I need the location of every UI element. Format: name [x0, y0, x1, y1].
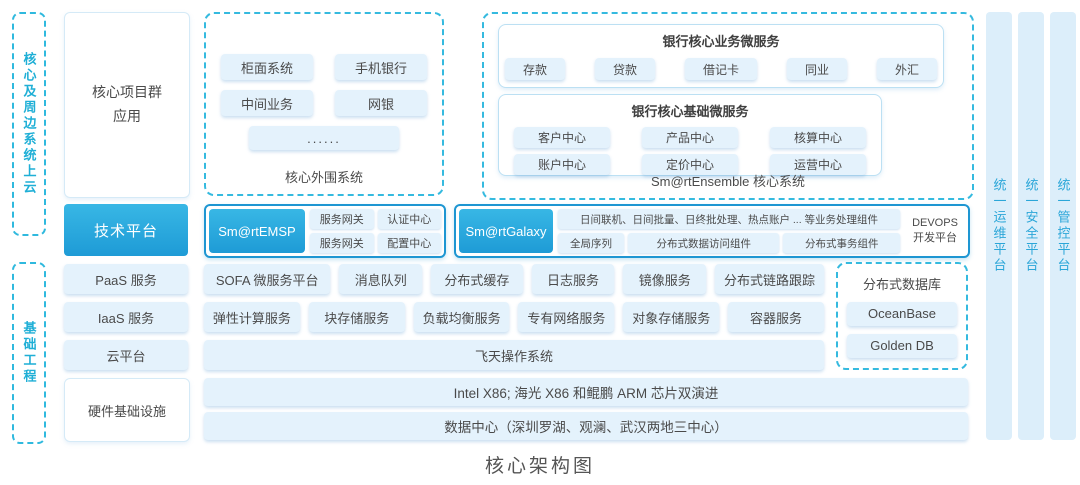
data-center-row: 数据中心（深圳罗湖、观澜、武汉两地三中心） — [204, 412, 968, 440]
tech-platform-box: 技术平台 — [64, 204, 188, 256]
business-microservices-row: 存款 贷款 借记卡 同业 外汇 — [499, 58, 943, 80]
ensemble-core-label: Sm@rtEnsemble 核心系统 — [650, 174, 806, 189]
base-item-accounting-center: 核算中心 — [770, 127, 866, 148]
db-item-goldendb: Golden DB — [847, 333, 957, 358]
iaas-item-block-storage: 块存储服务 — [308, 302, 405, 332]
left-rail-cloud-migration-label: 核心及周边系统上云 — [12, 12, 46, 236]
paas-item-sofa: SOFA 微服务平台 — [204, 264, 331, 294]
db-item-oceanbase: OceanBase — [847, 301, 957, 326]
peripheral-item-more: ...... — [249, 126, 399, 150]
iaas-item-object-storage: 对象存储服务 — [623, 302, 720, 332]
base-item-customer-center: 客户中心 — [514, 127, 610, 148]
feitian-os: 飞天操作系统 — [204, 340, 824, 370]
emsp-group: Sm@rtEMSP 服务网关 认证中心 服务网关 配置中心 — [204, 204, 446, 258]
galaxy-items-bottom: 全局序列 分布式数据访问组件 分布式事务组件 — [558, 233, 900, 253]
core-app-group-line1: 核心项目群 — [92, 84, 162, 101]
galaxy-item-distributed-transaction: 分布式事务组件 — [783, 233, 900, 253]
galaxy-item-global-sequence: 全局序列 — [558, 233, 624, 253]
iaas-services-row: 弹性计算服务 块存储服务 负载均衡服务 专有网络服务 对象存储服务 容器服务 — [204, 302, 824, 332]
peripheral-systems-label: 核心外围系统 — [284, 170, 363, 185]
peripheral-item-counter: 柜面系统 — [221, 54, 313, 80]
emsp-item-gateway-1: 服务网关 — [310, 209, 374, 229]
devops-line2: 开发平台 — [913, 232, 957, 244]
unified-ops-platform-rail: 统一运维平台 — [986, 12, 1012, 440]
page-title: 核心架构图 — [484, 456, 595, 477]
biz-item-forex: 外汇 — [877, 58, 938, 80]
biz-item-interbank: 同业 — [787, 58, 848, 80]
biz-item-deposit: 存款 — [504, 58, 565, 80]
paas-item-distributed-cache: 分布式缓存 — [431, 264, 523, 294]
emsp-items-grid: 服务网关 认证中心 服务网关 配置中心 — [310, 209, 441, 253]
base-item-account-center: 账户中心 — [514, 154, 610, 175]
galaxy-name-box: Sm@rtGalaxy — [459, 209, 553, 253]
chip-evolution-row: Intel X86; 海光 X86 和鲲鹏 ARM 芯片双演进 — [204, 378, 968, 406]
iaas-item-private-network: 专有网络服务 — [518, 302, 615, 332]
paas-item-message-queue: 消息队列 — [339, 264, 423, 294]
unified-control-platform-rail: 统一管控平台 — [1050, 12, 1076, 440]
paas-item-image-service: 镜像服务 — [623, 264, 707, 294]
base-item-product-center: 产品中心 — [642, 127, 738, 148]
base-microservices-title: 银行核心基础微服务 — [631, 104, 749, 119]
peripheral-row-2: 中间业务 网银 — [206, 90, 442, 116]
emsp-item-config-center: 配置中心 — [377, 233, 441, 253]
paas-item-tracing: 分布式链路跟踪 — [715, 264, 825, 294]
peripheral-item-intermediate: 中间业务 — [221, 90, 313, 116]
emsp-item-auth-center: 认证中心 — [377, 209, 441, 229]
iaas-item-load-balancer: 负载均衡服务 — [413, 302, 510, 332]
emsp-name-box: Sm@rtEMSP — [209, 209, 305, 253]
cloud-os-row: 飞天操作系统 — [204, 340, 824, 370]
cloud-platform-label: 云平台 — [64, 340, 188, 370]
distributed-database-title: 分布式数据库 — [862, 277, 941, 293]
emsp-item-gateway-2: 服务网关 — [310, 233, 374, 253]
peripheral-row-1: 柜面系统 手机银行 — [206, 54, 442, 80]
iaas-item-container: 容器服务 — [728, 302, 824, 332]
core-app-group-line2: 应用 — [113, 108, 141, 124]
left-rail-infrastructure-label: 基础工程 — [12, 262, 46, 444]
business-microservices-box: 银行核心业务微服务 存款 贷款 借记卡 同业 外汇 — [498, 24, 944, 88]
peripheral-systems-box: 柜面系统 手机银行 中间业务 网银 ...... 核心外围系统 — [204, 12, 444, 196]
base-item-operation-center: 运营中心 — [770, 154, 866, 175]
hardware-infrastructure-box: 硬件基础设施 — [64, 378, 190, 442]
business-microservices-title: 银行核心业务微服务 — [662, 34, 780, 49]
biz-item-debit-card: 借记卡 — [684, 58, 757, 80]
distributed-database-box: 分布式数据库 OceanBase Golden DB — [836, 262, 968, 370]
devops-platform-box: DEVOPS 开发平台 — [905, 209, 965, 253]
peripheral-item-ebank: 网银 — [335, 90, 427, 116]
galaxy-item-distributed-data-access: 分布式数据访问组件 — [628, 233, 780, 253]
galaxy-items: 日间联机、日间批量、日终批处理、热点账户 ... 等业务处理组件 全局序列 分布… — [558, 209, 900, 253]
paas-services-row: SOFA 微服务平台 消息队列 分布式缓存 日志服务 镜像服务 分布式链路跟踪 — [204, 264, 825, 294]
base-microservices-box: 银行核心基础微服务 客户中心 产品中心 核算中心 账户中心 定价中心 运营中心 — [498, 94, 882, 176]
paas-service-label: PaaS 服务 — [64, 264, 188, 294]
galaxy-group: Sm@rtGalaxy 日间联机、日间批量、日终批处理、热点账户 ... 等业务… — [454, 204, 970, 258]
peripheral-item-mobile-bank: 手机银行 — [335, 54, 427, 80]
base-item-pricing-center: 定价中心 — [642, 154, 738, 175]
ensemble-core-box: 银行核心业务微服务 存款 贷款 借记卡 同业 外汇 银行核心基础微服务 客户中心… — [482, 12, 974, 200]
iaas-service-label: IaaS 服务 — [64, 302, 188, 332]
galaxy-item-batch-processing: 日间联机、日间批量、日终批处理、热点账户 ... 等业务处理组件 — [558, 209, 900, 229]
devops-line1: DEVOPS — [912, 216, 958, 229]
base-microservices-grid: 客户中心 产品中心 核算中心 账户中心 定价中心 运营中心 — [499, 127, 881, 175]
core-app-group-box: 核心项目群 应用 — [64, 12, 190, 198]
iaas-item-elastic-compute: 弹性计算服务 — [204, 302, 300, 332]
paas-item-log-service: 日志服务 — [531, 264, 615, 294]
biz-item-loan: 贷款 — [594, 58, 655, 80]
unified-security-platform-rail: 统一安全平台 — [1018, 12, 1044, 440]
